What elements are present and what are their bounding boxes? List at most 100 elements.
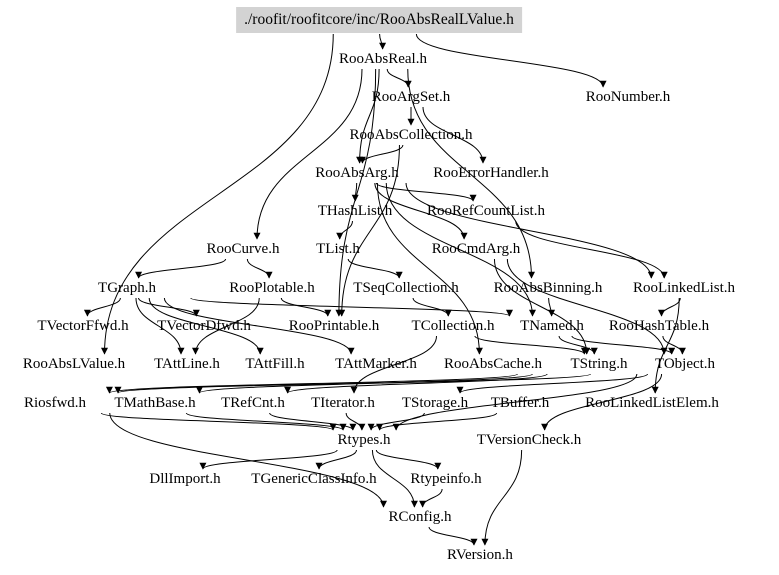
node-trefcnt[interactable]: TRefCnt.h: [221, 395, 285, 411]
node-roolinkedlist[interactable]: RooLinkedList.h: [632, 280, 736, 296]
edge-rooabsreal-to-rooabsarg: [356, 68, 380, 164]
node-rooabsbinning[interactable]: RooAbsBinning.h: [493, 280, 603, 296]
edge-tversioncheck-to-rversion: [481, 449, 523, 546]
edge-root-to-rooabslvalue: [101, 33, 334, 355]
edge-rooabscollection-to-rooabsarg: [358, 144, 404, 164]
edge-root-to-rooabsreal: [379, 33, 387, 50]
node-rversion[interactable]: RVersion.h: [447, 547, 513, 563]
edge-rconfig-to-rversion: [428, 526, 478, 546]
edge-tcollection-to-titerator: [350, 335, 437, 394]
edge-tmathbase-to-rtypes: [185, 412, 347, 431]
edge-rooabsarg-to-roolinkedlist: [405, 182, 655, 279]
edge-tgraph-to-tvectorffwd: [83, 297, 121, 317]
node-tvectorffwd[interactable]: TVectorFfwd.h: [37, 318, 129, 334]
edge-tnamed-to-tstring: [558, 335, 598, 355]
edge-roocurve-to-tgraph: [135, 258, 227, 279]
edge-rooplotable-to-tattline: [192, 297, 260, 355]
node-titerator[interactable]: TIterator.h: [311, 395, 375, 411]
edge-rooargset-to-rooerrorhandler: [422, 106, 487, 164]
node-rooprintable[interactable]: RooPrintable.h: [288, 318, 380, 334]
edge-riosfwd-to-rconfig: [109, 412, 387, 508]
node-rtypes[interactable]: Rtypes.h: [337, 432, 391, 448]
node-rooabslvalue[interactable]: RooAbsLValue.h: [22, 356, 126, 372]
node-root-rooabsreallvalue[interactable]: ./roofit/roofitcore/inc/RooAbsRealLValue…: [236, 7, 522, 33]
node-tlist[interactable]: TList.h: [316, 241, 360, 257]
edge-thashlist-to-tlist: [336, 220, 353, 240]
edge-tgraph-to-tattmarker: [163, 297, 355, 355]
edge-rtypes-to-rconfig: [371, 449, 418, 508]
edge-tnamed-to-tobject: [571, 335, 676, 355]
edge-rooabsreal-to-rooprintable: [335, 68, 377, 317]
edge-rooabsreal-to-roocurve: [253, 68, 363, 240]
edge-tstring-to-trefcnt: [284, 373, 548, 394]
node-roorefcountlist[interactable]: RooRefCountList.h: [427, 203, 545, 219]
node-tnamed[interactable]: TNamed.h: [520, 318, 584, 334]
node-thashlist[interactable]: THashList.h: [317, 203, 393, 219]
node-tattmarker[interactable]: TAttMarker.h: [335, 356, 417, 372]
node-rooabscollection[interactable]: RooAbsCollection.h: [349, 127, 473, 143]
node-riosfwd[interactable]: Riosfwd.h: [23, 395, 87, 411]
edge-titerator-to-rtypes: [345, 412, 366, 431]
node-tstorage[interactable]: TStorage.h: [401, 395, 469, 411]
node-rconfig[interactable]: RConfig.h: [388, 509, 452, 525]
node-roolinkedlistelem[interactable]: RooLinkedListElem.h: [585, 395, 719, 411]
edge-roocurve-to-rooplotable: [246, 258, 273, 279]
edge-tobject-to-riosfwd: [114, 373, 591, 394]
node-rooerrorhandler[interactable]: RooErrorHandler.h: [433, 165, 549, 181]
edge-roocmdarg-to-tstring: [493, 258, 591, 355]
node-roohashtable[interactable]: RooHashTable.h: [608, 318, 710, 334]
node-rooargset[interactable]: RooArgSet.h: [371, 89, 451, 105]
edge-tobject-to-tstorage: [456, 373, 648, 394]
node-rooabscache[interactable]: RooAbsCache.h: [444, 356, 542, 372]
edge-roorefcountlist-to-roolinkedlist: [515, 220, 668, 279]
edge-tbuffer-to-rtypes: [376, 412, 498, 431]
edge-rtypeinfo-to-rconfig: [419, 488, 443, 508]
edge-rooabsbinning-to-tnamed: [548, 297, 556, 317]
node-tgraph[interactable]: TGraph.h: [98, 280, 156, 296]
edge-trefcnt-to-rtypes: [269, 412, 357, 431]
edge-tcollection-to-tstring: [474, 335, 588, 355]
edge-rooabsarg-to-roocmdarg: [374, 182, 468, 240]
node-tversioncheck[interactable]: TVersionCheck.h: [476, 432, 582, 448]
edge-tstorage-to-rtypes: [367, 412, 425, 431]
node-tvectordfwd[interactable]: TVectorDfwd.h: [157, 318, 251, 334]
edge-tgraph-to-tnamed: [190, 297, 513, 317]
edge-roolinkedlist-to-roohashtable: [658, 297, 681, 317]
node-tcollection[interactable]: TCollection.h: [411, 318, 495, 334]
node-tstring[interactable]: TString.h: [570, 356, 628, 372]
node-tobject[interactable]: TObject.h: [654, 356, 716, 372]
node-tseqcollection[interactable]: TSeqCollection.h: [353, 280, 459, 296]
edge-rtypes-to-rtypeinfo: [375, 449, 442, 470]
edge-rooabsarg-to-thashlist: [351, 182, 359, 202]
edge-riosfwd-to-rtypes: [100, 412, 337, 431]
edge-rooabsarg-to-tnamed: [385, 182, 536, 317]
edge-tgraph-to-tvectordfwd: [138, 297, 200, 317]
node-rooplotable[interactable]: RooPlotable.h: [229, 280, 315, 296]
node-tattline[interactable]: TAttLine.h: [154, 356, 220, 372]
node-tbuffer[interactable]: TBuffer.h: [490, 395, 550, 411]
edge-tobject-to-tversioncheck: [541, 373, 663, 431]
node-rooabsreal[interactable]: RooAbsReal.h: [339, 51, 427, 67]
node-tattfill[interactable]: TAttFill.h: [245, 356, 305, 372]
node-tmathbase[interactable]: TMathBase.h: [114, 395, 196, 411]
node-roocmdarg[interactable]: RooCmdArg.h: [431, 241, 521, 257]
node-dllimport[interactable]: DllImport.h: [149, 471, 221, 487]
edge-rooabsarg-to-rooabscache: [376, 182, 483, 355]
edge-tstring-to-riosfwd: [106, 373, 518, 394]
edge-rooplotable-to-rooprintable: [280, 297, 332, 317]
edge-root-to-roonumber: [415, 33, 607, 88]
node-roonumber[interactable]: RooNumber.h: [585, 89, 671, 105]
edge-rooabsreal-to-rooabsbinning: [407, 68, 535, 279]
node-tgenericclassinfo[interactable]: TGenericClassInfo.h: [251, 471, 377, 487]
node-rtypeinfo[interactable]: Rtypeinfo.h: [410, 471, 482, 487]
edge-tgraph-to-tattline: [135, 297, 185, 355]
edge-tlist-to-tseqcollection: [347, 258, 403, 279]
node-roocurve[interactable]: RooCurve.h: [206, 241, 280, 257]
node-rooabsarg[interactable]: RooAbsArg.h: [315, 165, 399, 181]
edge-roohashtable-to-tobject: [662, 335, 686, 355]
edge-roocmdarg-to-tobject: [506, 258, 668, 355]
edge-tseqcollection-to-tcollection: [412, 297, 452, 317]
edge-rooabsarg-to-roorefcountlist: [375, 182, 477, 202]
